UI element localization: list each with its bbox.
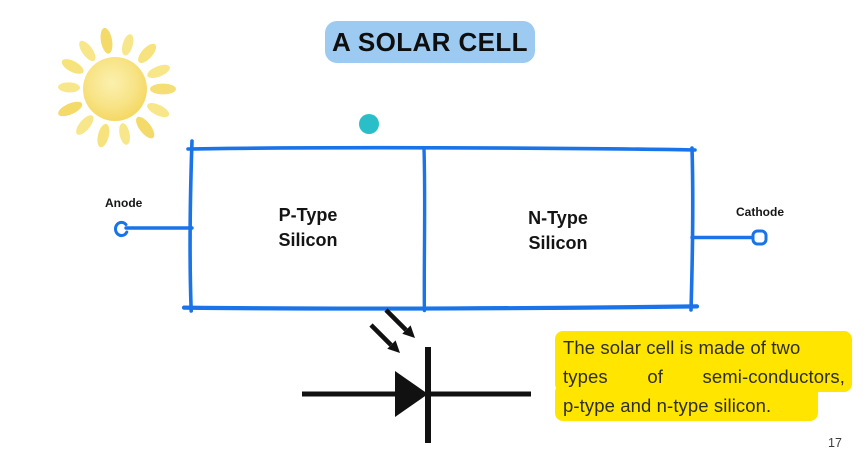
title-badge: A SOLAR CELL xyxy=(325,21,535,63)
anode-label: Anode xyxy=(105,196,143,210)
cathode-label: Cathode xyxy=(736,205,784,219)
caption-text: The solar cell is made of two types of s… xyxy=(563,333,845,420)
light-arrows-icon xyxy=(369,308,415,353)
caption-line-2: types of semi-conductors, xyxy=(563,366,845,387)
caption-line-3: p-type and n-type silicon. xyxy=(563,395,772,416)
teal-dot-marker xyxy=(359,114,379,134)
sun-icon xyxy=(58,27,176,148)
cathode-wire xyxy=(690,229,768,246)
photodiode-symbol xyxy=(302,347,531,443)
caption-highlight-top xyxy=(555,331,852,392)
caption-highlight-bottom xyxy=(555,384,818,421)
p-type-silicon-label: P-Type Silicon xyxy=(278,205,338,250)
caption-box: The solar cell is made of two types of s… xyxy=(555,331,855,423)
anode-wire xyxy=(114,220,194,237)
solar-cell-box xyxy=(181,139,700,313)
caption-line-1: The solar cell is made of two xyxy=(563,337,801,358)
n-type-silicon-label: N-Type Silicon xyxy=(528,208,588,253)
page-number: 17 xyxy=(828,436,842,450)
slide-title: A SOLAR CELL xyxy=(332,26,528,57)
